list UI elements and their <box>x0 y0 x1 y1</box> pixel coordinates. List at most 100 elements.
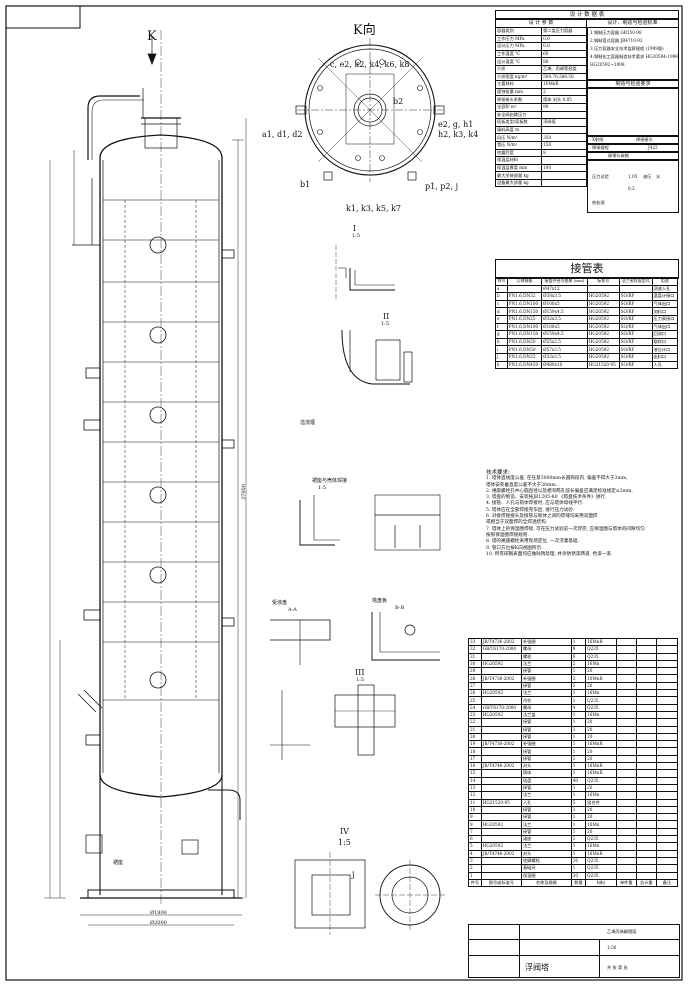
nozzle-cell: 回流口 <box>651 330 679 339</box>
parts-cell <box>655 769 679 778</box>
k-view-p-label: p1, p2, j <box>425 182 459 191</box>
nozzle-cell: HG20592 <box>586 314 620 324</box>
parts-cell <box>655 659 679 669</box>
parts-cell: 17 <box>468 754 482 764</box>
parts-header-row: 件号图号或标准号名称及规格数量材料单件重总计重备注 <box>468 878 679 888</box>
parts-cell <box>615 747 637 756</box>
parts-cell: 27 <box>468 681 482 691</box>
parts-cell: 8 <box>570 645 587 654</box>
nozzle-cell: k <box>495 360 508 370</box>
parts-cell: 4 <box>468 849 482 858</box>
parts-cell <box>480 667 522 676</box>
nozzle-cell: 人孔 <box>651 360 679 370</box>
design-param-label: 容器类别 <box>494 27 543 36</box>
parts-cell <box>635 703 657 712</box>
parts-cell: 26 <box>468 689 482 698</box>
parts-cell: 8 <box>570 652 587 661</box>
parts-header-cell: 总计重 <box>635 878 657 888</box>
nozzle-cell <box>586 284 620 294</box>
parts-cell: 裙座 <box>520 834 572 844</box>
manufacture-box <box>587 87 679 137</box>
detail-weld-scale: 1:5 <box>318 485 327 491</box>
parts-cell <box>635 747 657 756</box>
parts-cell: 螺栓 <box>520 652 572 661</box>
parts-cell <box>480 681 522 691</box>
design-param-value <box>541 110 587 120</box>
parts-cell <box>635 820 657 829</box>
right-note-3: 塔盘板 <box>372 598 388 604</box>
parts-cell <box>655 754 679 764</box>
parts-cell <box>635 652 657 661</box>
parts-cell: 20 <box>585 667 617 676</box>
parts-cell: 接管 <box>520 681 572 691</box>
parts-cell <box>615 645 637 654</box>
parts-cell: 16Mn <box>585 659 617 669</box>
parts-cell: 16MnR <box>585 740 617 749</box>
k-view-b1-label: b1 <box>300 180 311 189</box>
nozzle-cell: a <box>495 284 508 294</box>
parts-cell <box>635 674 657 683</box>
design-param-value: 80 <box>541 57 587 66</box>
parts-cell <box>615 827 637 837</box>
parts-cell: 1 <box>570 696 587 705</box>
parts-cell: 20 <box>585 805 617 815</box>
design-param-label: 保温层厚度 mm <box>494 163 543 173</box>
parts-cell: 1 <box>570 820 587 829</box>
parts-cell: 40 <box>570 776 587 785</box>
parts-cell <box>635 754 657 764</box>
parts-cell: 20 <box>585 827 617 837</box>
nozzle-cell: 气体出口 <box>651 299 679 309</box>
design-table-title: 设 计 数 据 表 <box>495 10 679 20</box>
parts-cell: 20 <box>585 732 617 742</box>
parts-cell <box>635 732 657 742</box>
parts-cell: 接管 <box>520 783 572 793</box>
parts-cell <box>635 856 657 866</box>
parts-cell: JB/T4746-2002 <box>480 849 522 858</box>
parts-cell <box>655 849 679 858</box>
parts-cell <box>655 645 679 654</box>
parts-cell <box>635 637 657 647</box>
parts-cell <box>480 725 522 734</box>
design-param-value: 500.76,580.56 <box>541 72 587 82</box>
nozzle-cell: SO/RF <box>618 314 653 324</box>
parts-cell: Q235 <box>585 645 617 654</box>
parts-cell <box>480 776 522 785</box>
nozzle-cell: SO/RF <box>618 337 653 347</box>
parts-cell: 16Mn <box>585 820 617 829</box>
parts-cell <box>615 681 637 691</box>
design-param-row: 安全阀启跳压力 <box>494 110 587 120</box>
nozzle-cell: HG20592 <box>586 307 620 316</box>
parts-cell: 31 <box>468 652 482 661</box>
parts-cell <box>615 754 637 764</box>
parts-cell <box>480 718 522 727</box>
parts-cell <box>635 783 657 793</box>
parts-cell: 19 <box>468 740 482 749</box>
design-param-row: 最大吊装质量 kg <box>494 171 587 180</box>
parts-cell: 1 <box>570 718 587 727</box>
parts-cell <box>655 689 679 698</box>
technical-notes: 技术要求: 1. 塔体直线度公差, 在任意3000mm长圆筒段内, 偏差不得大于… <box>486 470 646 558</box>
design-param-label: 介质 <box>494 64 543 74</box>
nozzle-cell: SO/RF <box>618 292 653 301</box>
parts-cell <box>635 798 657 807</box>
design-param-label: 全容积 m³ <box>494 102 543 112</box>
nozzle-cell: PN1.6,DN20 <box>506 337 543 347</box>
parts-cell: 吊柱 <box>520 696 572 705</box>
parts-cell <box>655 703 679 712</box>
design-param-value: 16MnR <box>541 80 587 89</box>
parts-cell: 20 <box>570 871 587 880</box>
